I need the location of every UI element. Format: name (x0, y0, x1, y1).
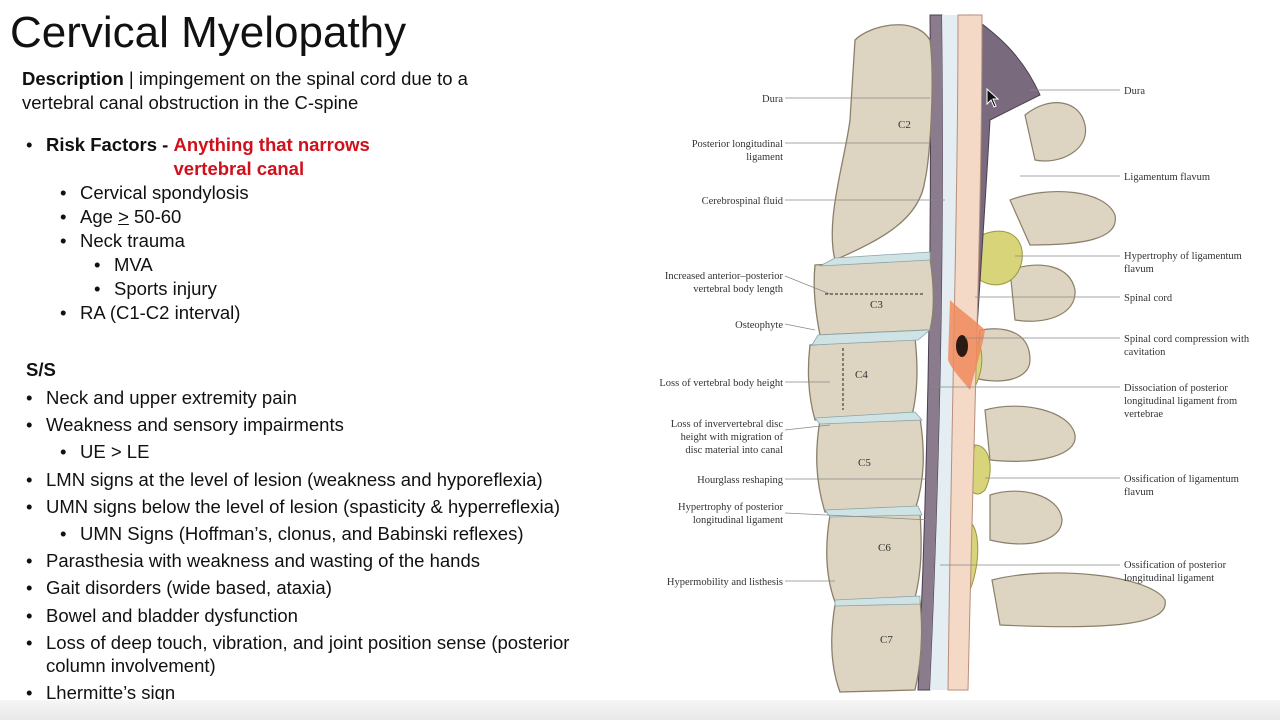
label-c4: C4 (855, 369, 868, 381)
label-hourglass: Hourglass reshaping (697, 475, 784, 486)
risk-factor-age-label: Age (80, 206, 119, 227)
label-disc-loss-3: disc material into canal (685, 445, 783, 456)
risk-factors-label: Risk Factors - (46, 134, 174, 155)
label-csf: Cerebrospinal fluid (702, 196, 784, 207)
label-ap-length: Increased anterior–posterior (665, 271, 784, 282)
label-osteophyte: Osteophyte (735, 320, 783, 331)
description: Description | impingement on the spinal … (22, 67, 502, 115)
label-lf-hypertrophy-2: flavum (1124, 264, 1154, 275)
ss-item: Weakness and sensory impairments UE > LE (26, 413, 631, 463)
left-labels: Dura Posterior longitudinal ligament Cer… (659, 94, 783, 588)
label-c2: C2 (898, 119, 911, 131)
ss-item-text: UMN signs below the level of lesion (spa… (46, 495, 561, 517)
age-range: 50-60 (128, 206, 182, 227)
label-c5: C5 (858, 457, 871, 469)
left-leader-lines (784, 97, 945, 582)
risk-factor-neck-trauma-label: Neck trauma (80, 230, 185, 251)
ss-heading: S/S (26, 359, 56, 380)
label-height-loss: Loss of vertebral body height (659, 378, 783, 389)
label-compression-2: cavitation (1124, 347, 1166, 358)
ss-sublist: UE > LE (60, 440, 631, 463)
label-hypermobility: Hypermobility and listhesis (667, 577, 783, 588)
label-dura-right: Dura (1124, 86, 1145, 97)
ss-item: Parasthesia with weakness and wasting of… (26, 549, 631, 572)
slide-title: Cervical Myelopathy (10, 8, 407, 57)
label-ligamentum-flavum: Ligamentum flavum (1124, 172, 1210, 183)
spine-diagram: C2 C3 C4 C5 C6 C7 (659, 13, 1250, 693)
risk-factor-neck-trauma: Neck trauma MVA Sports injury (60, 229, 444, 301)
bottom-strip (0, 700, 1280, 720)
vertebral-bodies (807, 24, 935, 693)
label-disc-loss: Loss of inververtebral disc (671, 419, 784, 430)
risk-factor-age: Age > 50-60 (60, 205, 444, 229)
risk-factor-spondylosis: Cervical spondylosis (60, 181, 444, 205)
risk-factors-sublist: Cervical spondylosis Age > 50-60 Neck tr… (60, 181, 444, 325)
risk-factors-item: Risk Factors - Anything that narrows ver… (26, 133, 444, 325)
posterior-elements (974, 102, 1166, 628)
label-compression: Spinal cord compression with (1124, 334, 1250, 345)
age-symbol: > (118, 206, 129, 227)
label-pll-hypertrophy: Hypertrophy of posterior (678, 502, 783, 513)
neck-trauma-sports: Sports injury (94, 277, 444, 301)
label-lf-hypertrophy: Hypertrophy of ligamentum (1124, 251, 1242, 262)
description-text: impingement on the spinal cord due to a … (22, 68, 468, 113)
ss-item-text: Weakness and sensory impairments (46, 414, 344, 436)
label-pll-dissociation-2: longitudinal ligament from (1124, 396, 1237, 407)
mouse-pointer-icon (986, 88, 1000, 108)
label-pll-ossification-2: longitudinal ligament (1124, 573, 1214, 584)
label-c6: C6 (878, 542, 891, 554)
neck-trauma-mva: MVA (94, 253, 444, 277)
label-c7: C7 (880, 634, 893, 646)
label-c3: C3 (870, 299, 883, 311)
description-label: Description (22, 68, 124, 89)
risk-factor-ra: RA (C1-C2 interval) (60, 301, 444, 325)
ss-item: Gait disorders (wide based, ataxia) (26, 576, 631, 599)
label-pll-ossification: Ossification of posterior (1124, 560, 1227, 571)
label-lf-ossification: Ossification of ligamentum (1124, 474, 1239, 485)
label-pll-hypertrophy-2: longitudinal ligament (693, 515, 783, 526)
label-ap-length-2: vertebral body length (693, 284, 784, 295)
ss-item: Neck and upper extremity pain (26, 386, 631, 409)
ss-item: LMN signs at the level of lesion (weakne… (26, 468, 631, 491)
signs-symptoms-list: Neck and upper extremity pain Weakness a… (26, 386, 631, 709)
ss-item: UMN signs below the level of lesion (spa… (26, 495, 631, 545)
risk-factors-list: Risk Factors - Anything that narrows ver… (26, 133, 444, 325)
label-pll-dissociation-3: vertebrae (1124, 409, 1163, 420)
ss-item: Lhermitte’s sign (26, 681, 631, 704)
intervertebral-discs (811, 251, 932, 607)
ss-subitem: UE > LE (60, 440, 631, 463)
label-spinal-cord: Spinal cord (1124, 293, 1173, 304)
label-disc-loss-2: height with migration of (681, 432, 784, 443)
ss-item: Loss of deep touch, vibration, and joint… (26, 631, 631, 677)
label-pll: Posterior longitudinal (692, 139, 783, 150)
label-dura-left: Dura (762, 94, 783, 105)
risk-factors-highlight: Anything that narrows vertebral canal (173, 134, 370, 179)
label-pll-2: ligament (746, 152, 783, 163)
description-separator: | (123, 68, 139, 89)
right-labels: Dura Ligamentum flavum Hypertrophy of li… (1124, 86, 1250, 584)
ss-sublist: UMN Signs (Hoffman’s, clonus, and Babins… (60, 522, 631, 545)
vertebra-labels: C2 C3 C4 C5 C6 C7 (855, 119, 911, 646)
cavitation (956, 335, 968, 357)
spine-illustration: C2 C3 C4 C5 C6 C7 (630, 0, 1280, 700)
label-lf-ossification-2: flavum (1124, 487, 1154, 498)
ss-subitem: UMN Signs (Hoffman’s, clonus, and Babins… (60, 522, 631, 545)
label-pll-dissociation: Dissociation of posterior (1124, 383, 1228, 394)
neck-trauma-sublist: MVA Sports injury (94, 253, 444, 301)
right-leader-lines (930, 89, 1120, 566)
ss-item: Bowel and bladder dysfunction (26, 604, 631, 627)
